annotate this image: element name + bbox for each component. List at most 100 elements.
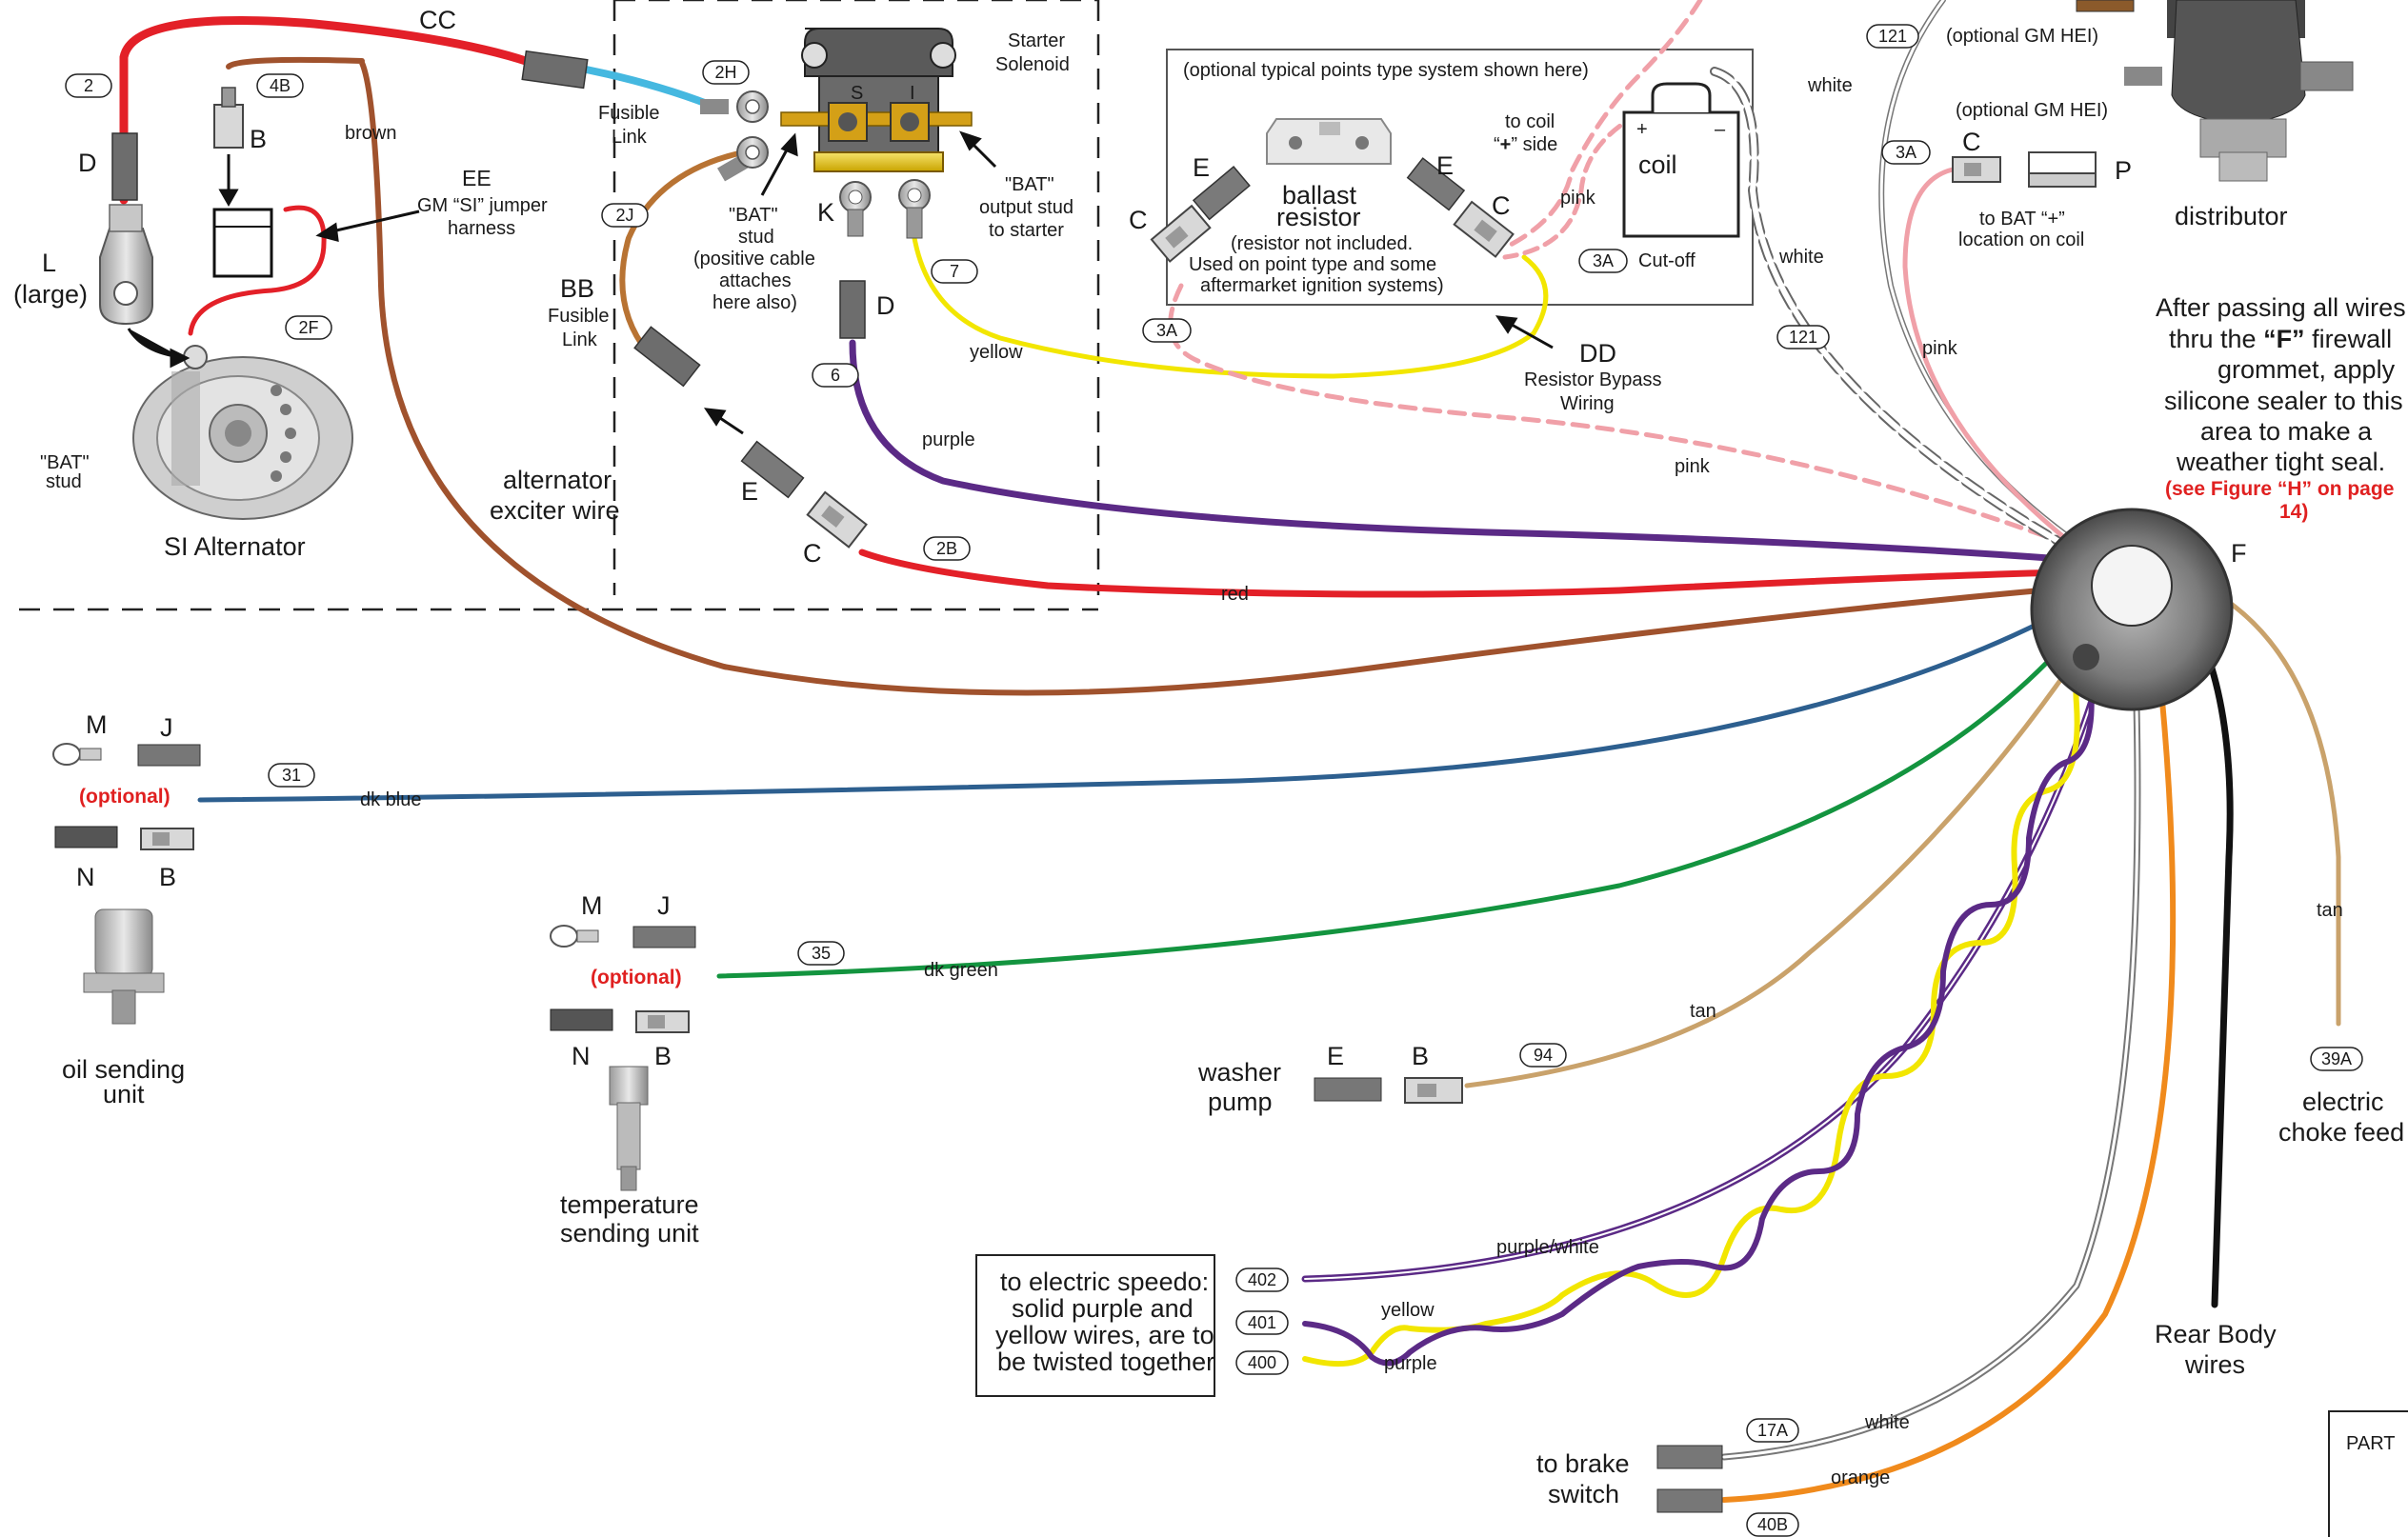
label-exciter: alternator (503, 466, 612, 494)
label-yellow: yellow (970, 342, 1023, 363)
label-firewall-4: silicone sealer to this (2164, 387, 2403, 415)
distributor (2076, 0, 2354, 182)
label-brake-1: to brake (1536, 1449, 1630, 1478)
label-i: I (910, 83, 915, 104)
circuit-tags: 2 4B 2H 2J 2F 7 6 2B 3A 3A 121 121 3A 31… (65, 24, 2363, 1537)
label-resistor: resistor (1276, 203, 1361, 231)
tag-2j: 2J (601, 203, 649, 228)
tag-402: 402 (1235, 1268, 1289, 1292)
terminal-l-large (99, 204, 153, 326)
oil-sending-unit (83, 908, 165, 1025)
label-distributor: distributor (2175, 202, 2288, 230)
svg-text:31: 31 (282, 766, 301, 785)
wire-white-brake-inner (1722, 608, 2139, 1459)
label-e-ballast-left: E (1193, 153, 1210, 182)
tag-17a: 17A (1746, 1418, 1799, 1443)
label-white-brake: white (1864, 1412, 1910, 1433)
label-optional-hei-top: (optional GM HEI) (1946, 26, 2098, 47)
ignition-coil: + – (1622, 82, 1740, 238)
label-firewall-ref2: 14) (2279, 501, 2308, 523)
label-ee-desc: GM “SI” jumper (417, 195, 548, 216)
tag-40b: 40B (1746, 1512, 1799, 1537)
svg-text:39A: 39A (2321, 1049, 2352, 1068)
wire-cyan-fusible (568, 63, 713, 109)
label-l-large: (large) (13, 280, 88, 309)
label-to-coil2: “+” side (1494, 134, 1557, 155)
label-c-ballast-left: C (1129, 206, 1148, 234)
svg-text:2H: 2H (714, 63, 736, 82)
label-b-oil: B (159, 863, 176, 891)
label-k: K (817, 198, 834, 227)
wire-white-121-dashed-inner (1712, 69, 2089, 560)
label-si-alternator: SI Alternator (164, 532, 306, 561)
label-washer-2: pump (1208, 1088, 1273, 1116)
label-ee: EE (462, 166, 492, 190)
section-dividers (19, 0, 1100, 611)
ring-terminal-7 (898, 179, 931, 239)
label-bat-output2: output stud (979, 197, 1074, 218)
temp-connector-n (550, 1008, 613, 1031)
label-bb: BB (560, 274, 594, 303)
svg-text:–: – (1715, 119, 1726, 140)
label-j-oil: J (160, 713, 173, 742)
brake-connector-white (1656, 1445, 1723, 1469)
label-bat-stud-alt: "BAT" (40, 452, 90, 473)
ballast-connector-c-right (1453, 200, 1515, 258)
label-pink-box: pink (1560, 188, 1596, 209)
label-dk-green: dk green (924, 960, 998, 981)
svg-text:2J: 2J (615, 206, 633, 225)
tag-401: 401 (1235, 1310, 1289, 1335)
arrows (127, 130, 1554, 435)
label-dd: DD (1579, 339, 1616, 368)
label-choke-2: choke feed (2278, 1118, 2404, 1147)
label-speedo-3: yellow wires, are to (995, 1321, 1214, 1349)
svg-text:3A: 3A (1156, 321, 1177, 340)
label-bat-stud-start5: here also) (712, 292, 797, 313)
label-temp-1: temperature (560, 1190, 699, 1219)
jumper-harness-connector (212, 208, 273, 278)
temp-connector-j (632, 926, 696, 948)
wire-purple-twisted (1302, 607, 2113, 1367)
label-c-2b: C (803, 539, 822, 568)
temperature-sending-unit (609, 1066, 649, 1191)
svg-text:40B: 40B (1757, 1515, 1788, 1534)
svg-text:6: 6 (831, 366, 840, 385)
label-bat-output3: to starter (989, 220, 1064, 241)
wire-purple-6 (849, 339, 2104, 566)
fusible-link-connector (521, 50, 589, 90)
wire-bb-fusible (619, 150, 746, 374)
oil-connector-b (140, 828, 194, 850)
label-ballast-note3: aftermarket ignition systems) (1200, 275, 1444, 296)
tag-94: 94 (1519, 1043, 1567, 1068)
tag-35: 35 (797, 941, 845, 966)
firewall-grommet (2030, 508, 2234, 711)
ballast-resistor (1266, 118, 1392, 165)
label-m-oil: M (86, 710, 108, 739)
tag-121-top: 121 (1866, 24, 1919, 49)
si-alternator (132, 345, 353, 520)
hei-connector-p (2028, 151, 2097, 188)
label-e-ballast-right: E (1436, 151, 1454, 180)
svg-text:4B: 4B (270, 76, 291, 95)
label-n-temp: N (572, 1042, 591, 1070)
label-ee-desc2: harness (448, 218, 515, 239)
wire-white-121-top-inner (1879, 0, 2093, 554)
wire-yellow-twisted (1302, 607, 2113, 1367)
label-b-small: B (250, 125, 267, 153)
connector-d-red (111, 132, 138, 201)
label-part: PART (2346, 1433, 2396, 1454)
label-d-red: D (78, 149, 97, 177)
part-box (2328, 1410, 2408, 1537)
temp-connector-b (635, 1010, 690, 1033)
label-optional-temp: (optional) (591, 967, 682, 988)
speedo-note-box (975, 1254, 1215, 1397)
label-temp-2: sending unit (560, 1219, 699, 1248)
ring-terminal-2j (717, 136, 769, 182)
label-pink-hei: pink (1922, 338, 1958, 359)
grommet-hole (2073, 644, 2099, 670)
label-bat-stud-start3: (positive cable (693, 249, 815, 269)
label-c-ballast-right: C (1492, 191, 1511, 220)
label-brake-2: switch (1548, 1480, 1619, 1508)
label-solenoid: Solenoid (995, 54, 1070, 75)
